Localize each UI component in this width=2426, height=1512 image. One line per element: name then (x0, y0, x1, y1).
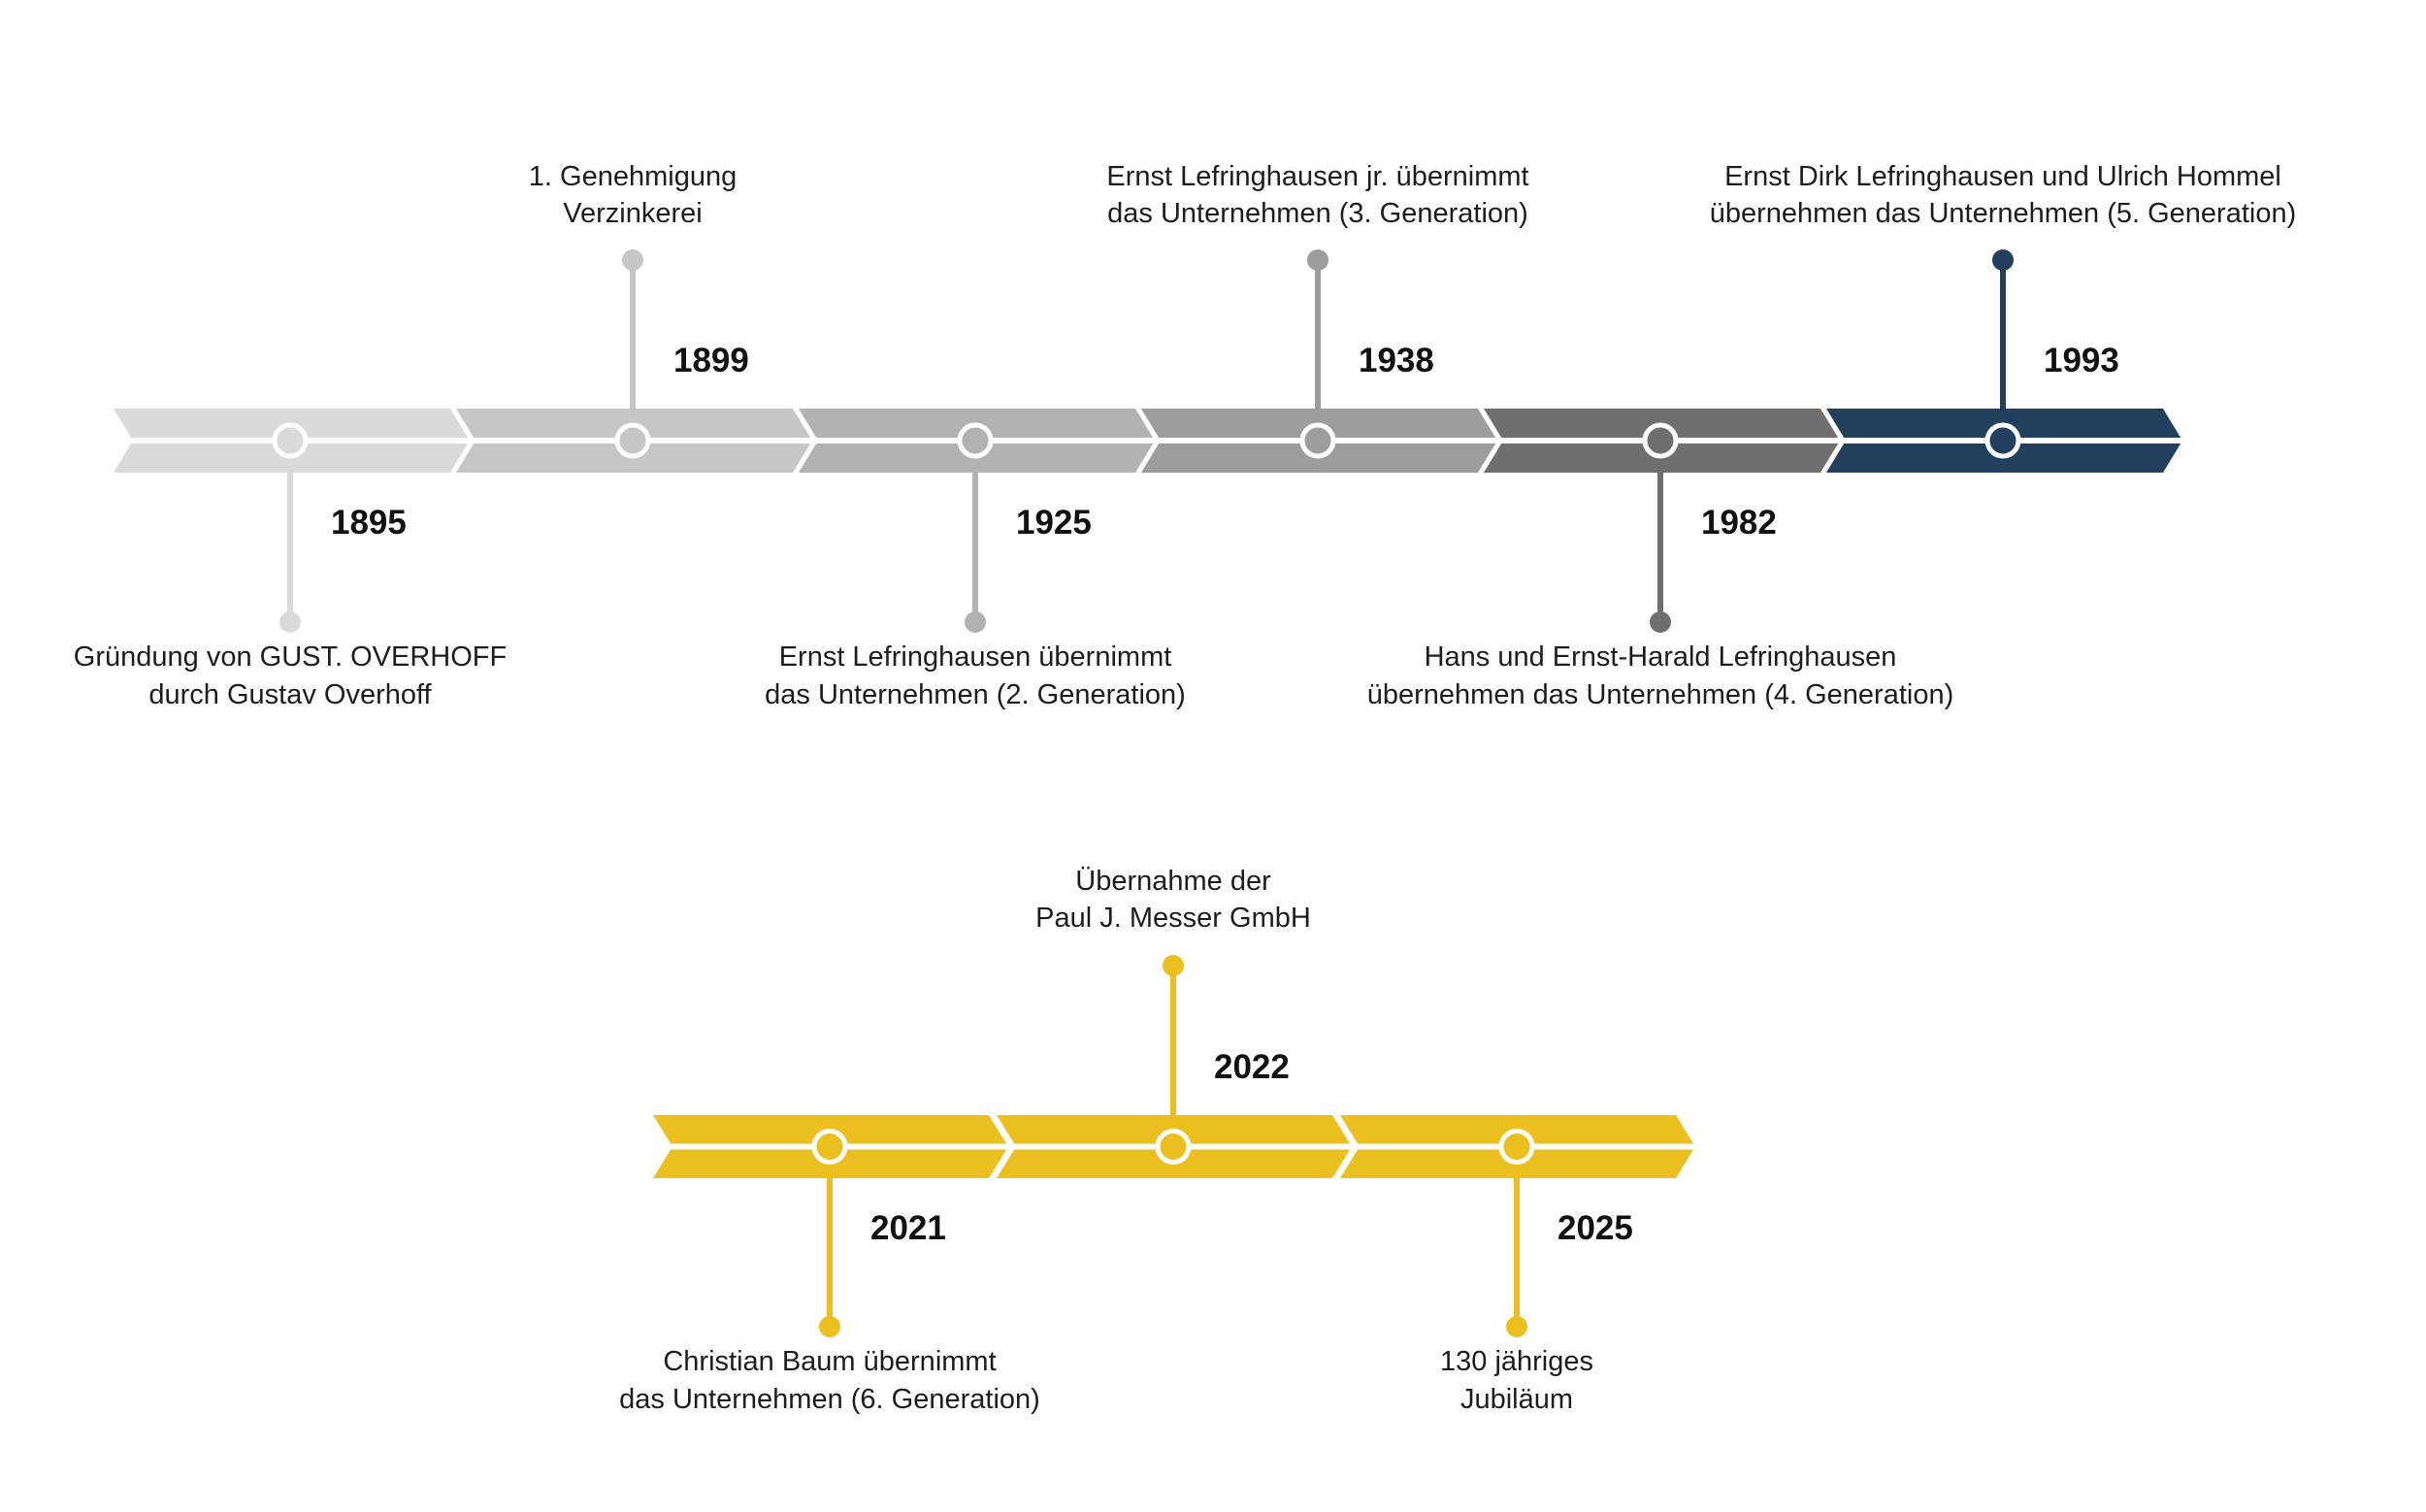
event-year: 1925 (1016, 504, 1092, 542)
event-description-line: Ernst Lefringhausen übernimmt (779, 641, 1172, 673)
event-description-line: Verzinkerei (563, 198, 702, 229)
connector-dot (819, 1316, 840, 1337)
event-year: 2022 (1214, 1048, 1290, 1086)
timeline-event-1938: 1938 Ernst Lefringhausen jr. übernimmt das… (1106, 161, 1529, 473)
connector-dot (1650, 611, 1671, 633)
event-description-line: 130 jähriges (1440, 1346, 1593, 1377)
connector-dot (1506, 1316, 1527, 1337)
event-year: 2021 (870, 1209, 946, 1247)
event-year: 1982 (1701, 504, 1777, 542)
connector-dot (1163, 955, 1184, 976)
connector-dot (965, 611, 986, 633)
milestone-marker (1498, 1129, 1535, 1165)
connector-dot (1992, 249, 2014, 271)
event-description-line: Gründung von GUST. OVERHOFF (74, 641, 507, 673)
event-description-line: Jubiläum (1460, 1384, 1573, 1415)
event-description-line: übernehmen das Unternehmen (5. Generatio… (1710, 198, 2297, 229)
milestone-marker (811, 1129, 848, 1165)
milestone-marker (1642, 422, 1679, 459)
event-description-line: das Unternehmen (2. Generation) (765, 679, 1186, 710)
event-description-line: Ernst Lefringhausen jr. übernimmt (1106, 161, 1528, 192)
event-description-line: durch Gustav Overhoff (148, 679, 432, 710)
event-year: 2025 (1557, 1209, 1633, 1247)
milestone-marker (1984, 422, 2021, 459)
event-description-line: Übernahme der (1075, 866, 1271, 897)
event-description-line: Christian Baum übernimmt (663, 1346, 996, 1377)
event-year: 1895 (331, 504, 407, 542)
milestone-marker (1299, 422, 1336, 459)
event-description-line: das Unternehmen (6. Generation) (619, 1384, 1040, 1415)
milestone-marker (614, 422, 651, 459)
milestone-marker (272, 422, 309, 459)
connector-dot (622, 249, 643, 271)
event-description-line: Hans und Ernst-Harald Lefringhausen (1425, 641, 1897, 673)
event-description-line: das Unternehmen (3. Generation) (1107, 198, 1528, 229)
event-year: 1899 (673, 342, 749, 379)
event-year: 1938 (1359, 342, 1434, 379)
event-year: 1993 (2044, 342, 2119, 379)
milestone-marker (1155, 1129, 1192, 1165)
event-description-line: 1. Genehmigung (529, 161, 737, 192)
connector-dot (279, 611, 301, 633)
connector-dot (1307, 249, 1328, 271)
milestone-marker (957, 422, 994, 459)
event-description-line: Ernst Dirk Lefringhausen und Ulrich Homm… (1724, 161, 2281, 192)
event-description-line: Paul J. Messer GmbH (1035, 903, 1311, 934)
event-description-line: übernehmen das Unternehmen (4. Generatio… (1367, 679, 1954, 710)
timeline-event-1993: 1993 Ernst Dirk Lefringhausen und Ulrich … (1710, 161, 2297, 473)
